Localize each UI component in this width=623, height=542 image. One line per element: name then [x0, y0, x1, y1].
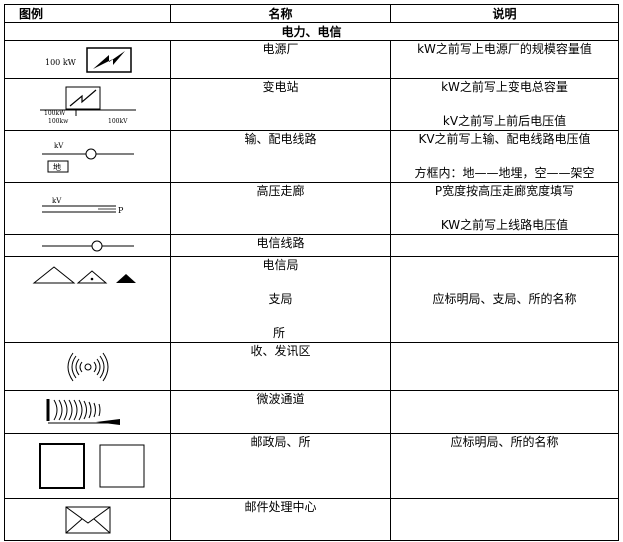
symbol-cell	[4, 256, 171, 343]
name-cell: 电信局 支局 所	[170, 256, 391, 343]
section-row: 电力、电信	[4, 22, 619, 41]
table-row: 邮政局、所 应标明局、所的名称	[4, 433, 619, 499]
row-description: kW之前写上变电总容量	[441, 80, 568, 94]
transceiver-area-icon	[67, 352, 108, 381]
row-description: 应标明局、支局、所的名称	[432, 292, 577, 306]
name-cell: 微波通道	[170, 390, 391, 434]
row-name: 输、配电线路	[244, 132, 317, 146]
symbol-cell	[4, 498, 171, 541]
symbol-cell: kV P	[4, 182, 171, 235]
row-name: 高压走廊	[256, 184, 305, 198]
symbol-cell	[4, 390, 171, 434]
section-title: 电力、电信	[4, 22, 619, 41]
header-name: 名称	[170, 4, 391, 23]
row-description: KW之前写上线路电压值	[440, 218, 569, 232]
row-name: 邮件处理中心	[244, 500, 317, 514]
name-cell: 高压走廊	[170, 182, 391, 235]
row-name: 所	[273, 326, 286, 340]
table-row: 电信局 支局 所 应标明局、支局、所的名称	[4, 256, 619, 343]
row-description: 应标明局、所的名称	[450, 435, 559, 449]
description-cell: 应标明局、支局、所的名称	[390, 256, 619, 343]
table-row: 收、发讯区	[4, 342, 619, 391]
table-row: kV P 高压走廊 P宽度按高压走廊宽度填写 KW之前写上线路电压值	[4, 182, 619, 235]
symbol-cell: 100 kW	[4, 40, 171, 79]
table-row: 电信线路	[4, 234, 619, 257]
name-cell: 电源厂	[170, 40, 391, 79]
symbol-cell: kV 地	[4, 130, 171, 183]
microwave-channel-icon	[46, 399, 120, 425]
symbol-label: 100kV	[108, 118, 128, 125]
name-cell: 电信线路	[170, 234, 391, 257]
symbol-label: 100kw	[48, 118, 69, 125]
header-symbol: 图例	[4, 4, 171, 23]
power-plant-icon: 100 kW	[45, 46, 132, 73]
description-cell	[390, 342, 619, 391]
table-row: 100kW 100kw 100kV 变电站 kW之前写上变电总容量 kV之前写上…	[4, 78, 619, 131]
row-name: 电源厂	[262, 42, 299, 56]
telecom-office-icon	[32, 266, 136, 284]
description-cell: kW之前写上变电总容量 kV之前写上前后电压值	[390, 78, 619, 131]
high-voltage-corridor-icon: kV P	[41, 197, 124, 215]
name-cell: 收、发讯区	[170, 342, 391, 391]
table-row: 100 kW 电源厂 kW之前写上电源厂的规模容量值	[4, 40, 619, 79]
symbol-cell	[4, 234, 171, 257]
symbol-label: 100 kW	[45, 58, 77, 67]
symbol-cell: 100kW 100kw 100kV	[4, 78, 171, 131]
header-row: 图例 名称 说明	[4, 4, 619, 23]
row-description: KV之前写上输、配电线路电压值	[418, 132, 591, 146]
name-cell: 变电站	[170, 78, 391, 131]
row-description: P宽度按高压走廊宽度填写	[434, 184, 575, 198]
mail-center-icon	[65, 506, 110, 533]
name-cell: 邮件处理中心	[170, 498, 391, 541]
row-name: 收、发讯区	[250, 344, 311, 358]
post-office-icon	[38, 443, 144, 489]
row-name: 变电站	[262, 80, 299, 94]
name-cell: 输、配电线路	[170, 130, 391, 183]
row-name: 微波通道	[256, 392, 305, 406]
description-cell	[390, 234, 619, 257]
row-name: 邮政局、所	[250, 435, 311, 449]
name-cell: 邮政局、所	[170, 433, 391, 499]
table-row: 微波通道	[4, 390, 619, 434]
row-description: 方框内：地——地埋，空——架空	[414, 166, 595, 180]
table-row: kV 地 输、配电线路 KV之前写上输、配电线路电压值 方框内：地——地埋，空—…	[4, 130, 619, 183]
symbol-label: P	[118, 206, 124, 215]
symbol-label: 100kW	[44, 110, 66, 117]
symbol-cell	[4, 433, 171, 499]
row-description: kW之前写上电源厂的规模容量值	[417, 42, 592, 56]
substation-icon: 100kW 100kw 100kV	[39, 86, 136, 125]
row-name: 电信线路	[256, 236, 305, 250]
row-name: 电信局	[262, 258, 299, 272]
symbol-label: kV	[52, 197, 62, 205]
telecom-line-icon	[41, 240, 134, 251]
legend-table: 图例 名称 说明 电力、电信 100 kW 电源厂 kW之前写上电源厂的规模容量…	[4, 4, 619, 541]
header-description: 说明	[390, 4, 619, 23]
description-cell: P宽度按高压走廊宽度填写 KW之前写上线路电压值	[390, 182, 619, 235]
description-cell: KV之前写上输、配电线路电压值 方框内：地——地埋，空——架空	[390, 130, 619, 183]
symbol-label: 地	[53, 162, 61, 172]
table-row: 邮件处理中心	[4, 498, 619, 541]
description-cell: kW之前写上电源厂的规模容量值	[390, 40, 619, 79]
description-cell	[390, 390, 619, 434]
description-cell: 应标明局、所的名称	[390, 433, 619, 499]
row-name: 支局	[268, 292, 293, 306]
row-description: kV之前写上前后电压值	[442, 114, 567, 128]
symbol-cell	[4, 342, 171, 391]
power-line-icon: kV 地	[41, 142, 134, 172]
symbol-label: kV	[54, 142, 64, 150]
description-cell	[390, 498, 619, 541]
